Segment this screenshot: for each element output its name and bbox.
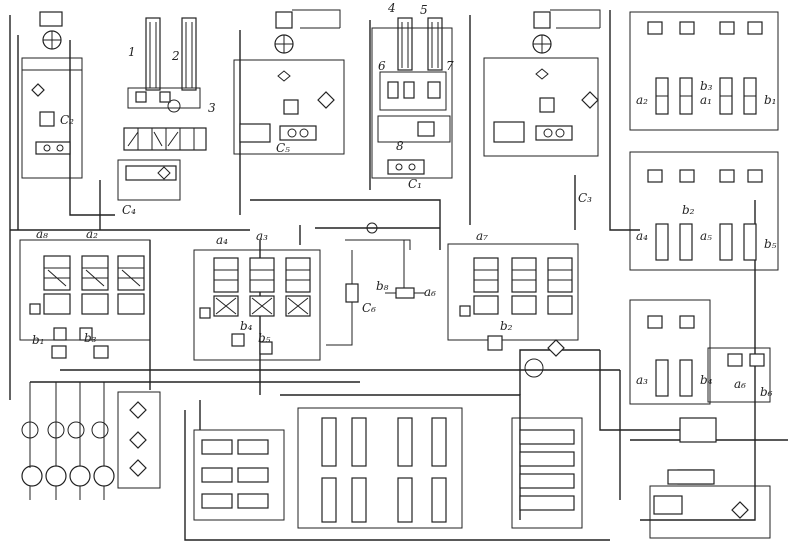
label-a1: a₁: [700, 93, 712, 107]
check-valve-icon: [35, 141, 71, 155]
label-a4: a₄: [216, 233, 228, 247]
label-b3: b₃: [84, 331, 97, 345]
filter-icon: [581, 91, 599, 109]
bottom-pumps: [21, 382, 161, 500]
label-c5: C₅: [276, 141, 290, 155]
label-6: 6: [378, 59, 386, 73]
pump-group-c2: [21, 11, 83, 179]
label-c6: C₆: [362, 301, 376, 315]
label-b4: b₄: [240, 319, 253, 333]
label-b5: b₅: [258, 331, 271, 345]
filter-block-c4: [125, 165, 177, 181]
filter-icon: [547, 339, 565, 357]
throttle-b8: [395, 287, 415, 299]
label-c2: C₂: [60, 113, 74, 127]
pump-group-c5: [233, 9, 345, 155]
gauge-icon: [167, 99, 181, 113]
label-b1: b₁: [32, 333, 45, 347]
cylinder-2-icon: [181, 17, 197, 91]
right-valve-panels: [629, 11, 779, 539]
label-3: 3: [208, 101, 216, 115]
pump-icon: [45, 465, 67, 487]
filter-icon: [317, 91, 335, 109]
label-b4-right: b₄: [700, 373, 713, 387]
label-a7: a₇: [476, 229, 488, 243]
cylinder-group-4-5: [371, 17, 453, 179]
cylinder-group-1-2: [117, 17, 207, 201]
label-b1-right: b₁: [764, 93, 777, 107]
cylinder-5-icon: [427, 17, 443, 71]
label-1: 1: [128, 45, 136, 59]
schematic-labels: 1 2 3 4 5 6 7 8 C₁ C₂ C₃ C₄ C₅ C₆ a₈ a₂ …: [32, 1, 777, 399]
cylinder-1-icon: [145, 17, 161, 91]
valve-c6: [345, 283, 359, 303]
valve-bank-right: [447, 243, 579, 378]
label-a8: a₈: [36, 227, 48, 241]
label-5: 5: [420, 3, 428, 17]
label-a5: a₅: [700, 229, 712, 243]
label-b2-bank: b₂: [500, 319, 513, 333]
label-a3: a₃: [256, 229, 268, 243]
motor-icon: [39, 11, 63, 27]
center-elements: [326, 222, 425, 346]
label-b5-right: b₅: [764, 237, 777, 251]
pump-icon: [93, 465, 115, 487]
label-a6-center: a₆: [424, 285, 436, 299]
label-a2-left: a₂: [86, 227, 98, 241]
label-a4-right: a₄: [636, 229, 648, 243]
valve-bank-middle: [193, 249, 321, 361]
label-7: 7: [446, 59, 454, 73]
filter-icon: [731, 501, 749, 519]
pump-icon: [69, 465, 91, 487]
bottom-actuators: [193, 407, 715, 529]
label-a3-right: a₃: [636, 373, 648, 387]
label-b8: b₈: [376, 279, 389, 293]
label-b6: b₆: [760, 385, 773, 399]
label-b2-right: b₂: [682, 203, 695, 217]
label-a2-right: a₂: [636, 93, 648, 107]
pump-group-c3: [483, 9, 601, 157]
label-2: 2: [171, 49, 180, 63]
filter-icon: [31, 83, 45, 97]
pump-icon: [21, 465, 43, 487]
valve-bank-left: [19, 239, 151, 359]
label-c1: C₁: [408, 177, 422, 191]
label-a6-right: a₆: [734, 377, 746, 391]
label-8: 8: [396, 139, 404, 153]
label-c4: C₄: [122, 203, 136, 217]
label-b3-right: b₃: [700, 79, 713, 93]
label-c3: C₃: [578, 191, 592, 205]
cylinder-4-icon: [397, 17, 413, 71]
valve-icon: [39, 111, 55, 127]
check-valve-c1: [387, 159, 425, 175]
label-4: 4: [387, 1, 396, 15]
valve-block-3: [123, 127, 207, 151]
